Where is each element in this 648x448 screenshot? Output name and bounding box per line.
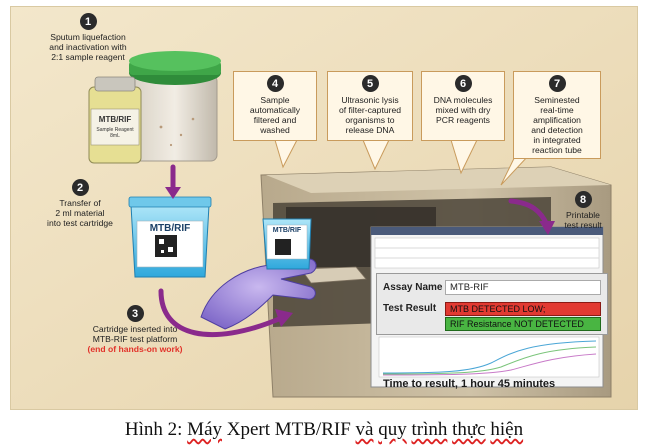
step-6: 6 DNA molecules mixed with dry PCR reage…: [421, 71, 505, 141]
small-qr-code-icon: [275, 239, 291, 255]
step-1-line-2: and inactivation with: [49, 42, 127, 52]
step-6-number: 6: [454, 75, 472, 92]
step-2-number: 2: [71, 179, 89, 196]
caption-word-va: và: [355, 419, 374, 440]
test-result-label: Test Result: [383, 303, 437, 314]
step-2: 2 Transfer of 2 ml material into test ca…: [25, 179, 135, 228]
test-result-panel: Assay Name MTB-RIF Test Result MTB DETEC…: [376, 273, 608, 335]
step-5-line-4: release DNA: [345, 125, 395, 135]
mtb-detected-status: MTB DETECTED LOW;: [445, 302, 601, 316]
reagent-bottle-sublabel: Sample Reagent 8mL: [96, 127, 134, 139]
step-3-line-1: Cartridge inserted into: [92, 324, 178, 334]
step-4-line-3: filtered and: [253, 115, 297, 125]
step-6-line-3: PCR reagents: [436, 115, 490, 125]
step-5-line-1: Ultrasonic lysis: [341, 95, 399, 105]
step-7-line-4: and detection: [531, 125, 583, 135]
step-7-line-1: Seminested: [534, 95, 580, 105]
step-4-number: 4: [266, 75, 284, 92]
step-3-number: 3: [126, 305, 144, 322]
step-3: 3 Cartridge inserted into MTB-RIF test p…: [75, 305, 195, 354]
step-4-line-1: Sample: [260, 95, 290, 105]
time-to-result: Time to result, 1 hour 45 minutes: [383, 378, 556, 390]
arrow-3-to-machine: [158, 288, 282, 338]
step-1: 1 Sputum liquefaction and inactivation w…: [33, 13, 143, 62]
step-8-line-1: Printable: [566, 210, 600, 220]
step-7: 7 Seminested real-time amplification and…: [513, 71, 601, 159]
figure-caption: Hình 2: Máy Xpert MTB/RIF và quy trình t…: [0, 419, 648, 441]
gloved-hand: [200, 218, 317, 330]
step-4-line-4: washed: [260, 125, 290, 135]
rif-resistance-status: RIF Resistance NOT DETECTED: [445, 317, 601, 331]
caption-word-quy: quy: [378, 419, 407, 440]
step-2-line-3: into test cartridge: [47, 218, 113, 228]
step-4: 4 Sample automatically filtered and wash…: [233, 71, 317, 141]
step-7-line-3: amplification: [533, 115, 581, 125]
step-2-line-2: 2 ml material: [55, 208, 105, 218]
step-3-line-2: MTB-RIF test platform: [92, 334, 178, 344]
step-2-line-1: Transfer of: [59, 198, 101, 208]
step-5-number: 5: [361, 75, 379, 92]
qr-code-icon: [155, 235, 177, 257]
step-5: 5 Ultrasonic lysis of filter-captured or…: [327, 71, 413, 141]
caption-word-may: Máy: [187, 419, 222, 440]
caption-word-trinh: trình: [411, 419, 448, 440]
caption-prefix: Hình 2:: [124, 419, 188, 440]
test-cartridge: [128, 196, 212, 278]
step-1-number: 1: [79, 13, 97, 30]
step-8: 8 Printable test result: [543, 191, 623, 230]
assay-name-value: MTB-RIF: [445, 280, 601, 295]
xpert-workflow-figure: 1 Sputum liquefaction and inactivation w…: [10, 6, 638, 410]
step-1-line-1: Sputum liquefaction: [50, 32, 126, 42]
step-6-line-1: DNA molecules: [433, 95, 493, 105]
assay-name-label: Assay Name: [383, 282, 443, 293]
caption-word-hien: hiện: [490, 419, 524, 440]
caption-word-thuc: thực: [452, 419, 486, 440]
step-6-line-2: mixed with dry: [435, 105, 491, 115]
step-5-line-3: organisms to: [345, 115, 395, 125]
reagent-bottle-label: MTB/RIF: [98, 115, 132, 124]
reagent-bottle: [88, 76, 142, 164]
step-7-line-5: in integrated: [533, 135, 581, 145]
step-7-line-6: reaction tube: [532, 145, 582, 155]
step-8-number: 8: [574, 191, 592, 208]
step-4-line-2: automatically: [249, 105, 301, 115]
caption-device: Xpert MTB/RIF: [222, 419, 356, 440]
cartridge-label: MTB/RIF: [149, 223, 191, 234]
step-3-highlight: (end of hands-on work): [87, 344, 183, 354]
step-5-line-2: of filter-captured: [338, 105, 402, 115]
small-cartridge-label: MTB/RIF: [272, 227, 302, 234]
step-8-line-2: test result: [564, 220, 602, 230]
step-7-number: 7: [548, 75, 566, 92]
step-1-line-3: 2:1 sample reagent: [51, 52, 125, 62]
sample-container: [129, 51, 221, 162]
step-7-line-2: real-time: [540, 105, 574, 115]
